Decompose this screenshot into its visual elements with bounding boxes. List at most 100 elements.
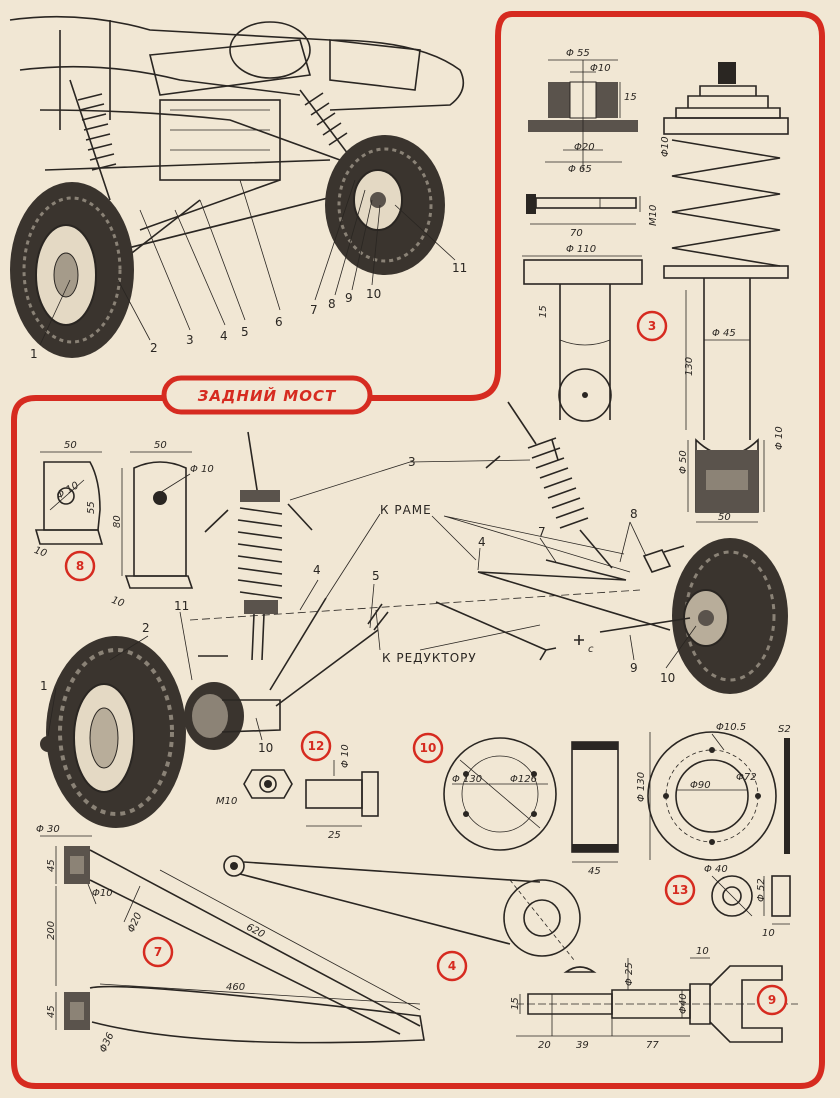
svg-text:4: 4 (220, 329, 228, 343)
svg-text:130: 130 (684, 357, 695, 376)
badge-7: 7 (142, 936, 174, 968)
svg-text:200: 200 (46, 921, 57, 940)
svg-text:Φ 10: Φ 10 (190, 464, 214, 475)
svg-text:Φ 25: Φ 25 (624, 962, 635, 986)
svg-text:50: 50 (718, 512, 731, 523)
svg-text:с: с (588, 644, 594, 655)
svg-text:Φ 130: Φ 130 (452, 774, 482, 785)
bracket-detail-drawing: 50 Φ 10 55 10 50 80 Φ 10 10 (33, 440, 214, 610)
svg-text:Φ90: Φ90 (690, 780, 711, 791)
svg-text:11: 11 (452, 261, 467, 275)
svg-text:Φ 40: Φ 40 (704, 864, 728, 875)
svg-text:К РЕДУКТОРУ: К РЕДУКТОРУ (382, 651, 477, 665)
badge-3: 3 (636, 310, 668, 342)
svg-text:3: 3 (648, 319, 656, 333)
svg-text:10: 10 (762, 928, 775, 939)
main-labels: К РАМЕ К РЕДУКТОРУ с 1 2 3 4 5 11 10 4 7… (40, 455, 675, 755)
svg-text:3: 3 (408, 455, 416, 469)
svg-text:Φ 10: Φ 10 (774, 426, 785, 450)
top-callouts: 1 2 3 4 5 6 7 8 9 10 11 (30, 261, 467, 361)
svg-text:8: 8 (76, 559, 84, 573)
svg-text:10: 10 (660, 671, 675, 685)
svg-text:Φ 10: Φ 10 (55, 480, 81, 501)
exploded-assembly-drawing (40, 401, 788, 828)
washer-drawing: Φ 40 Φ 52 10 (704, 864, 791, 939)
svg-text:10: 10 (33, 545, 49, 560)
svg-text:2: 2 (150, 341, 158, 355)
svg-text:9: 9 (768, 993, 776, 1007)
svg-text:7: 7 (310, 303, 318, 317)
svg-text:6: 6 (275, 315, 283, 329)
svg-text:10: 10 (110, 595, 126, 610)
svg-text:Φ10.5: Φ10.5 (716, 722, 746, 733)
svg-text:7: 7 (538, 525, 546, 539)
svg-text:10: 10 (258, 741, 273, 755)
svg-text:9: 9 (345, 291, 353, 305)
svg-text:50: 50 (154, 440, 167, 451)
svg-text:5: 5 (372, 569, 380, 583)
svg-text:Φ 10: Φ 10 (340, 744, 351, 768)
svg-text:39: 39 (576, 1040, 589, 1051)
triangle-arm-drawing: Φ 30 45 Φ10 Φ20 200 620 460 45 Φ36 (36, 824, 425, 1054)
badge-8: 8 (64, 550, 96, 582)
svg-text:Φ 52: Φ 52 (756, 878, 767, 902)
svg-text:К РАМЕ: К РАМЕ (380, 503, 432, 517)
svg-text:11: 11 (174, 599, 189, 613)
svg-text:77: 77 (646, 1040, 659, 1051)
svg-text:Φ10: Φ10 (660, 136, 671, 157)
svg-text:Φ36: Φ36 (98, 1031, 117, 1054)
top-perspective-illustration (9, 15, 465, 358)
svg-text:2: 2 (142, 621, 150, 635)
svg-text:3: 3 (186, 333, 194, 347)
svg-text:Φ10: Φ10 (92, 888, 113, 899)
svg-text:460: 460 (226, 982, 245, 993)
svg-text:Φ 30: Φ 30 (36, 824, 60, 835)
svg-text:4: 4 (313, 563, 321, 577)
svg-text:Φ 130: Φ 130 (636, 772, 647, 802)
svg-text:7: 7 (154, 945, 162, 959)
svg-text:Φ40: Φ40 (678, 993, 689, 1014)
hub-plate-drawing: Φ 130 Φ126 45 Φ 130 Φ10.5 Φ90 Φ72 S2 (443, 722, 791, 877)
svg-text:9: 9 (630, 661, 638, 675)
badge-13: 13 (664, 874, 696, 906)
svg-text:M10: M10 (648, 205, 659, 226)
svg-text:55: 55 (86, 501, 97, 514)
red-frame (11, 11, 825, 1089)
badge-12: 12 (300, 730, 332, 762)
svg-text:10: 10 (420, 741, 437, 755)
svg-text:15: 15 (538, 305, 549, 318)
badge-4: 4 (436, 950, 468, 982)
svg-text:4: 4 (478, 535, 486, 549)
svg-text:8: 8 (630, 507, 638, 521)
shaft-drawing: 10 Φ 25 15 Φ40 20 39 77 (510, 946, 798, 1051)
svg-text:8: 8 (328, 297, 336, 311)
shock-detail-drawing: Φ 55 Φ10 15 Φ20 Φ 65 70 M10 Φ 110 15 Φ10… (522, 48, 789, 523)
nut-bushing-drawing: M10 Φ 10 25 (216, 744, 379, 841)
badge-10: 10 (412, 732, 444, 764)
badge-9: 9 (756, 984, 788, 1016)
svg-text:12: 12 (308, 739, 325, 753)
svg-text:1: 1 (40, 679, 48, 693)
svg-text:25: 25 (328, 830, 341, 841)
svg-text:20: 20 (538, 1040, 551, 1051)
svg-text:13: 13 (672, 883, 689, 897)
svg-text:Φ 110: Φ 110 (566, 244, 596, 255)
svg-text:45: 45 (46, 859, 57, 872)
svg-text:10: 10 (696, 946, 709, 957)
svg-text:80: 80 (112, 515, 123, 528)
long-arm-drawing (223, 855, 581, 961)
svg-text:5: 5 (241, 325, 249, 339)
svg-text:S2: S2 (778, 724, 791, 735)
svg-text:4: 4 (448, 959, 456, 973)
svg-text:15: 15 (510, 997, 521, 1010)
svg-text:Φ 45: Φ 45 (712, 328, 736, 339)
svg-text:Φ10: Φ10 (590, 63, 611, 74)
svg-text:Φ 65: Φ 65 (568, 164, 592, 175)
svg-text:Φ 50: Φ 50 (678, 450, 689, 474)
svg-text:15: 15 (624, 92, 637, 103)
svg-text:M10: M10 (216, 796, 237, 807)
svg-text:45: 45 (588, 866, 601, 877)
svg-text:ЗАДНИЙ МОСТ: ЗАДНИЙ МОСТ (198, 386, 337, 405)
svg-text:Φ20: Φ20 (126, 911, 145, 934)
